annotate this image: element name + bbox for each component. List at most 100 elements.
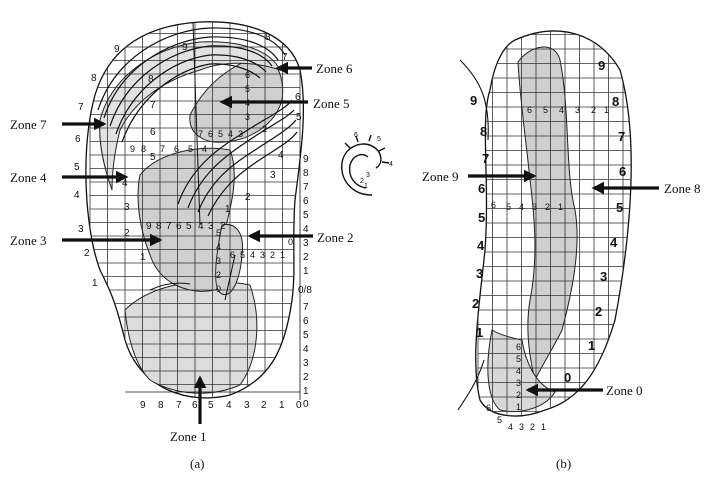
svg-text:5: 5 xyxy=(150,152,156,163)
svg-text:1: 1 xyxy=(140,252,146,263)
svg-text:9: 9 xyxy=(470,93,477,108)
svg-text:1: 1 xyxy=(364,183,368,190)
svg-text:8: 8 xyxy=(265,32,271,43)
svg-text:5: 5 xyxy=(616,200,623,215)
svg-text:7: 7 xyxy=(176,400,182,411)
caption-a: (a) xyxy=(190,456,204,471)
crus-row: 7 6 5 4 3 9 8 7 6 5 4 xyxy=(130,129,243,154)
helix-inner-numbers: 9 8 7 6 5 4 3 2 1 xyxy=(122,42,188,263)
svg-text:2: 2 xyxy=(545,202,550,212)
svg-text:0: 0 xyxy=(216,284,221,294)
svg-text:8: 8 xyxy=(612,94,619,109)
svg-text:2: 2 xyxy=(303,372,309,383)
svg-text:1: 1 xyxy=(279,400,285,411)
svg-text:Zone 3: Zone 3 xyxy=(10,233,46,248)
tragus-shade xyxy=(215,223,244,295)
svg-text:3: 3 xyxy=(216,256,221,266)
svg-text:4: 4 xyxy=(216,242,221,252)
svg-text:3: 3 xyxy=(270,170,276,181)
panel-b-ear-back: 9 8 7 6 5 4 3 2 1 9 8 7 6 5 4 3 2 1 0 6 … xyxy=(422,30,700,471)
svg-text:1: 1 xyxy=(303,266,309,277)
lower-column-b: 6 5 4 3 2 1 xyxy=(516,342,521,412)
svg-text:9: 9 xyxy=(303,154,309,165)
svg-text:Zone 9: Zone 9 xyxy=(422,169,458,184)
mid-row-b: 6 5 4 3 2 1 xyxy=(491,200,563,212)
svg-text:6: 6 xyxy=(295,92,301,103)
svg-text:2: 2 xyxy=(591,105,596,115)
svg-text:6: 6 xyxy=(192,400,198,411)
zone-3-annotation: Zone 3 xyxy=(10,233,163,248)
zone-1-annotation: Zone 1 xyxy=(170,375,206,444)
svg-text:5: 5 xyxy=(208,400,214,411)
svg-text:5: 5 xyxy=(186,221,192,232)
svg-text:2: 2 xyxy=(516,390,521,400)
svg-text:7: 7 xyxy=(78,102,84,113)
svg-text:9: 9 xyxy=(182,42,188,53)
svg-text:5: 5 xyxy=(506,202,511,212)
svg-text:2: 2 xyxy=(595,304,602,319)
tragus-column: 5 4 3 2 0 6 5 4 3 2 1 0 xyxy=(216,228,293,294)
svg-text:2: 2 xyxy=(216,270,221,280)
svg-text:4: 4 xyxy=(198,221,204,232)
zone-2-annotation: Zone 2 xyxy=(247,229,353,245)
svg-text:6: 6 xyxy=(245,70,250,80)
svg-text:2: 2 xyxy=(270,250,275,260)
svg-text:6: 6 xyxy=(516,342,521,352)
svg-text:1: 1 xyxy=(541,422,546,432)
svg-text:1: 1 xyxy=(588,338,595,353)
svg-text:6: 6 xyxy=(354,132,358,139)
svg-text:5: 5 xyxy=(516,354,521,364)
svg-text:9: 9 xyxy=(598,58,605,73)
svg-text:3: 3 xyxy=(303,358,309,369)
svg-text:3: 3 xyxy=(78,224,84,235)
svg-text:6: 6 xyxy=(230,250,235,260)
svg-text:3: 3 xyxy=(245,112,250,122)
svg-text:3: 3 xyxy=(208,221,214,232)
svg-text:7: 7 xyxy=(150,100,156,111)
svg-text:1: 1 xyxy=(303,386,309,397)
svg-text:4: 4 xyxy=(228,129,233,139)
helix-bands xyxy=(97,27,298,217)
svg-text:9: 9 xyxy=(146,221,152,232)
svg-text:5: 5 xyxy=(245,84,250,94)
svg-text:1: 1 xyxy=(476,325,483,340)
svg-text:4: 4 xyxy=(389,161,393,168)
svg-text:2: 2 xyxy=(261,400,267,411)
svg-text:9: 9 xyxy=(130,144,135,154)
svg-text:5: 5 xyxy=(478,210,485,225)
svg-text:0: 0 xyxy=(564,370,571,385)
svg-text:4: 4 xyxy=(559,105,564,115)
helix-outer-numbers: 9 8 7 6 5 4 3 2 1 xyxy=(74,44,120,289)
svg-text:6: 6 xyxy=(174,144,179,154)
svg-text:4: 4 xyxy=(74,190,80,201)
svg-text:7: 7 xyxy=(198,129,203,139)
svg-text:3: 3 xyxy=(303,238,309,249)
svg-text:8: 8 xyxy=(158,400,164,411)
left-scale-b: 9 8 7 6 5 4 3 2 1 xyxy=(470,93,489,340)
svg-text:2: 2 xyxy=(360,178,364,185)
svg-text:3: 3 xyxy=(238,129,243,139)
svg-text:6: 6 xyxy=(303,196,309,207)
svg-text:Zone 4: Zone 4 xyxy=(10,170,47,185)
svg-text:4: 4 xyxy=(122,178,128,189)
svg-text:8: 8 xyxy=(303,168,309,179)
zone-6-annotation: Zone 6 xyxy=(275,61,353,76)
svg-text:4: 4 xyxy=(226,400,232,411)
svg-text:Zone 8: Zone 8 xyxy=(664,181,700,196)
concha-row: 9 8 7 6 5 4 3 2 xyxy=(146,221,226,232)
svg-text:3: 3 xyxy=(519,422,524,432)
svg-text:3: 3 xyxy=(476,266,483,281)
svg-text:1: 1 xyxy=(516,402,521,412)
svg-text:4: 4 xyxy=(303,224,309,235)
svg-text:1: 1 xyxy=(558,202,563,212)
svg-text:6: 6 xyxy=(486,403,491,413)
svg-text:5: 5 xyxy=(497,415,502,425)
svg-text:Zone 0: Zone 0 xyxy=(606,383,642,398)
svg-text:7: 7 xyxy=(282,52,288,63)
svg-text:0: 0 xyxy=(296,400,302,411)
svg-text:6: 6 xyxy=(491,200,496,210)
svg-text:4: 4 xyxy=(516,366,521,376)
zone-4-annotation: Zone 4 xyxy=(10,170,129,185)
svg-text:6: 6 xyxy=(75,134,81,145)
